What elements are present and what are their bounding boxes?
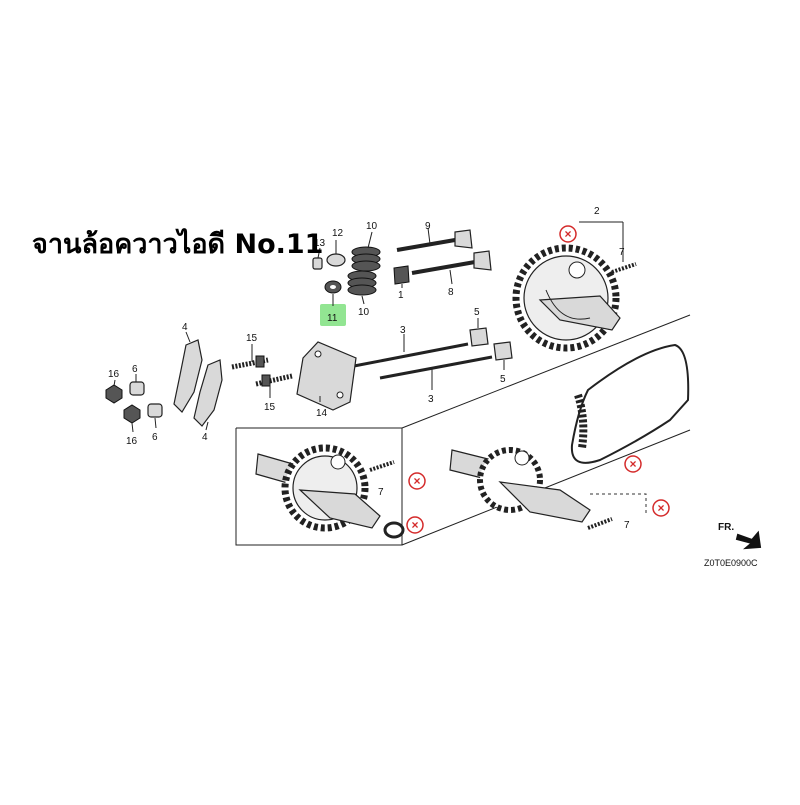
callout-3-upper: 3 [400, 325, 406, 336]
direction-label: FR. [718, 522, 734, 533]
tappet-upper [469, 327, 489, 347]
callout-12: 12 [332, 228, 344, 239]
callout-6-lower: 6 [152, 432, 158, 443]
callout-10-upper: 10 [366, 221, 378, 232]
callout-bracket-7 [590, 493, 647, 515]
callout-8: 8 [448, 287, 454, 298]
callout-15-lower: 15 [264, 402, 276, 413]
callout-15-upper: 15 [246, 333, 258, 344]
pivot-adjusting-nut-upper [105, 384, 123, 404]
push-rod-lower [379, 355, 493, 380]
valve-retainer [326, 253, 346, 267]
svg-text:×: × [411, 518, 418, 532]
callout-7-lower: 7 [624, 520, 630, 531]
rocker-arm-stud-lower [255, 373, 293, 387]
exhaust-valve [396, 229, 473, 252]
decompressor-spring-lower [587, 517, 613, 530]
intake-valve [411, 250, 492, 275]
front-direction-arrow-icon [735, 530, 762, 550]
callout-5-lower: 5 [500, 374, 506, 385]
rocker-pivot-lower [147, 403, 163, 418]
callout-10-lower: 10 [358, 307, 370, 318]
callout-11: 11 [327, 313, 338, 324]
thrust-washer-inset [383, 521, 405, 539]
callout-4-lower: 4 [202, 432, 208, 443]
decompressor-spring-inset [369, 460, 395, 472]
svg-text:×: × [629, 457, 636, 471]
rocker-arm-lower [193, 359, 223, 427]
removal-marks: × × × × × [406, 225, 670, 534]
callout-14: 14 [316, 408, 328, 419]
remove-mark-icon: × [559, 225, 577, 243]
callout-6-upper: 6 [132, 364, 138, 375]
svg-text:×: × [564, 227, 571, 241]
callout-13: 13 [314, 238, 326, 249]
pivot-adjusting-nut-lower [123, 404, 141, 424]
remove-mark-icon: × [652, 499, 670, 517]
callout-3-lower: 3 [428, 394, 434, 405]
rocker-arm-upper [173, 339, 203, 413]
diagram-code: Z0T0E0900C [704, 558, 758, 568]
valve-spring-lower [347, 270, 377, 296]
valve-cotter [312, 257, 323, 270]
diagram-title: จานล้อควาวไอดี No.11 [32, 229, 324, 260]
callout-7-inset: 7 [378, 487, 384, 498]
svg-text:×: × [657, 501, 664, 515]
valve-spring-upper [351, 246, 381, 272]
callout-9: 9 [425, 221, 431, 232]
rocker-pivot-upper [129, 381, 145, 396]
remove-mark-icon: × [624, 455, 642, 473]
callout-5-upper: 5 [474, 307, 480, 318]
callout-2: 2 [594, 206, 600, 217]
timing-belt [570, 343, 690, 464]
callout-16-upper: 16 [108, 369, 120, 380]
valve-stem-seal [393, 265, 410, 285]
tappet-lower [493, 341, 513, 361]
camshaft-assembly-lower [449, 447, 591, 523]
push-rod-guide-plate [296, 341, 357, 411]
callout-1: 1 [398, 290, 404, 301]
camshaft-assembly-inset [255, 444, 381, 532]
callout-4-upper: 4 [182, 322, 188, 333]
decompressor-spring-top [611, 262, 637, 274]
perspective-line-bottom [401, 429, 691, 546]
remove-mark-icon: × [408, 472, 426, 490]
callout-7-top: 7 [619, 247, 625, 258]
remove-mark-icon: × [406, 516, 424, 534]
perspective-line-top [401, 314, 691, 429]
rocker-arm-stud-upper [231, 355, 269, 370]
camshaft-gear-main [512, 244, 621, 352]
highlight-part-11 [320, 304, 346, 326]
callout-16-lower: 16 [126, 436, 138, 447]
push-rod-upper [353, 342, 469, 368]
svg-text:×: × [413, 474, 420, 488]
